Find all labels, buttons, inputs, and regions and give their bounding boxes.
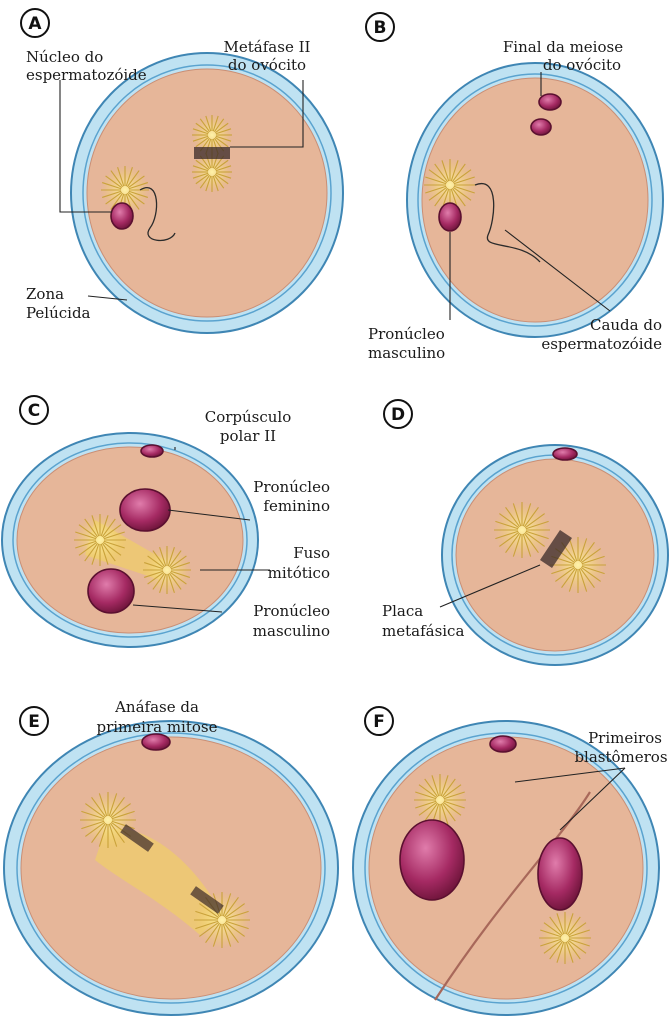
label-cauda-line2: espermatozóide [541,335,662,353]
label-corpusculo-line1: Corpúsculo [205,408,292,426]
panel-c: C Corpúsculo polar II Pronúcleo feminino… [2,396,330,647]
polar-body-e [142,734,170,750]
panel-e: E Anáfase da primeira mitose [4,698,338,1015]
panel-letter-e: E [28,712,40,732]
panel-b: B Final da meiose do ovócito Pronúcleo m… [366,13,663,362]
metaphase-chromosomes-a [194,147,230,159]
label-metafase-line1: Metáfase II [224,38,311,56]
label-final-line2: do ovócito [543,56,621,74]
label-nucleo-line2: espermatozóide [26,66,147,84]
male-pronucleus-c [88,569,134,613]
label-pronucleo-b-line1: Pronúcleo [368,325,445,343]
label-fuso-line1: Fuso [293,544,330,562]
label-pron-fem-line2: feminino [263,497,330,515]
label-pron-masc-line1: Pronúcleo [253,602,330,620]
panel-d: D Placa metafásica [382,400,668,665]
panel-letter-c: C [28,401,40,421]
female-pronucleus-c [120,489,170,531]
panel-a: A Núcleo do espermatozóide Metáfase II d… [21,9,343,333]
label-anafase-line2: primeira mitose [96,718,217,736]
label-fuso-line2: mitótico [268,564,330,582]
polar-body-f [490,736,516,752]
label-zona-line2: Pelúcida [26,304,91,322]
label-metafase-line2: do ovócito [228,56,306,74]
label-placa-line2: metafásica [382,622,464,640]
panel-letter-d: D [391,405,405,425]
label-pronucleo-b-line2: masculino [368,344,445,362]
label-final-line1: Final da meiose [503,38,623,56]
blastomere-nucleus-left [400,820,464,900]
label-pron-fem-line1: Pronúcleo [253,478,330,496]
female-chromatin-b [531,119,551,135]
panel-letter-a: A [28,14,42,34]
polar-body-c [141,445,163,457]
label-corpusculo-line2: polar II [220,427,276,445]
label-placa-line1: Placa [382,602,423,620]
label-nucleo-line1: Núcleo do [26,48,103,66]
label-primeiros-line2: blastômeros [574,748,667,766]
sperm-nucleus-a [111,203,133,229]
panel-letter-b: B [374,18,387,38]
panel-f: F Primeiros blastômeros [353,707,668,1015]
male-pronucleus-b [439,203,461,231]
label-zona-line1: Zona [26,285,64,303]
label-pron-masc-line2: masculino [253,622,330,640]
label-cauda-line1: Cauda do [590,316,662,334]
label-primeiros-line1: Primeiros [588,729,662,747]
blastomere-nucleus-right [538,838,582,910]
label-anafase-line1: Anáfase da [114,698,199,716]
panel-letter-f: F [373,712,385,732]
polar-body-b [539,94,561,110]
polar-body-d [553,448,577,460]
